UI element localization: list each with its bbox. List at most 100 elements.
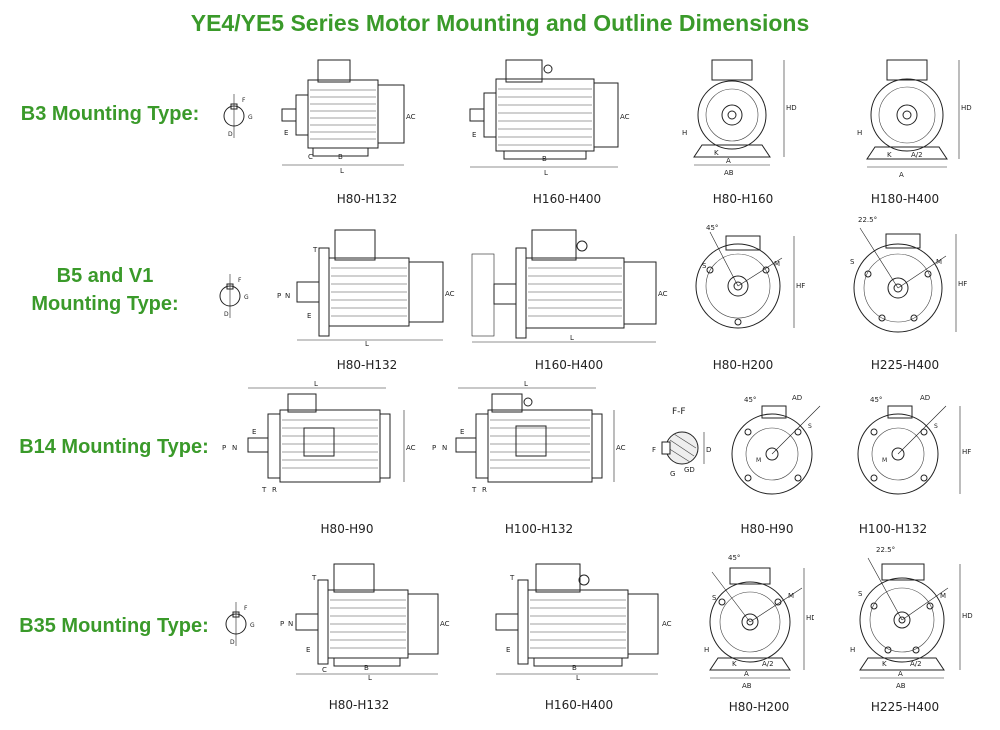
b14-end-view-small: 45° AD S M [731,394,821,495]
dim-e: E [506,646,510,654]
dim-f: F [244,605,248,612]
dim-g: G [244,294,249,301]
dim-l: L [570,334,574,342]
dim-hd: HD [962,612,973,620]
dim-ac: AC [662,620,672,628]
dim-d: D [224,311,229,318]
dim-t: T [471,486,477,494]
dim-p: P [280,620,284,628]
dim-e: E [307,312,311,320]
shaft-section-b3: F G D [223,94,253,138]
dim-angle-45: 45° [706,224,718,232]
dim-k: K [732,660,737,668]
dim-l: L [314,380,318,388]
dim-a2: A/2 [762,660,774,668]
dim-n: N [442,444,447,452]
dim-m: M [882,457,887,464]
dim-m: M [756,457,761,464]
dim-s: S [702,262,707,270]
b5-end-view-small: 45° HF S M [695,224,805,329]
dim-r: R [272,486,277,494]
row-label-b3: B3 Mounting Type: [10,100,210,128]
dim-hf: HF [796,282,805,290]
dim-a: A [744,670,749,678]
dim-ad: AD [792,394,802,402]
caption-b35-side-small: H80-H132 [328,698,390,712]
dim-b: B [572,664,577,672]
dim-e: E [284,129,288,137]
dim-l: L [368,674,372,680]
dim-g: G [248,114,253,121]
dim-n: N [232,444,237,452]
dim-s: S [712,594,717,602]
caption-b5-end-small: H80-H200 [712,358,774,372]
b5-side-view-large: AC L [471,229,668,343]
dim-angle-45: 45° [744,396,756,404]
b3-end-view-small: HD H A AB K [682,59,797,177]
dim-f: F [652,446,656,454]
dim-s: S [934,423,938,430]
dim-b: B [542,155,547,163]
caption-b3-end-small: H80-H160 [712,192,774,206]
dim-angle-22: 22.5° [876,546,895,554]
dim-s: S [850,258,855,266]
dim-m: M [940,592,946,600]
b3-side-view-small: AC L B C E [281,59,416,175]
dim-s: S [858,590,863,598]
dim-l: L [576,674,580,680]
dim-angle-22: 22.5° [858,216,877,224]
dim-hf: HF [962,448,971,456]
b14-side-view-small: L AC P N E T R [222,380,416,494]
dim-c: C [322,666,327,674]
dim-b: B [364,664,369,672]
dim-angle-45: 45° [728,554,740,562]
dim-d: D [706,446,711,454]
dim-m: M [774,260,780,268]
row-label-b5: B5 and V1 Mounting Type: [10,262,200,318]
b5-side-view-small: AC L P N T E [277,229,455,346]
caption-b14-side-small: H80-H90 [320,522,374,536]
dim-m: M [936,258,942,266]
caption-b5-side-large: H160-H400 [534,358,604,372]
caption-b5-end-large: H225-H400 [870,358,940,372]
dim-h: H [682,129,687,137]
caption-b3-end-large: H180-H400 [870,192,940,206]
dim-t: T [261,486,267,494]
dim-f: F [238,277,242,284]
dim-e: E [252,428,256,436]
caption-b14-side-large: H100-H132 [504,522,574,536]
dim-ab: AB [742,682,752,690]
dim-hd: HD [786,104,797,112]
dim-f: F [242,97,246,104]
dim-g: G [250,622,255,629]
shaft-section-b35: F G D [225,602,255,646]
dim-a: A [899,171,904,179]
dim-t: T [311,574,317,582]
b3-side-view-large: AC L B E [469,59,630,175]
dim-k: K [714,149,719,157]
dim-ff: F-F [672,407,686,417]
caption-b35-end-small: H80-H200 [728,700,790,714]
dim-a: A [898,670,903,678]
dim-e: E [472,131,476,139]
b14-side-view-large: L AC P N E T R [432,380,626,494]
dim-t: T [509,574,515,582]
dim-h: H [850,646,855,654]
b35-end-view-small: 45° HD S M H A/2 K A AB [704,554,814,690]
caption-b14-end-large: H100-H132 [858,522,928,536]
ff-section-view: F-F D F G GD [652,407,711,478]
dim-c: C [308,153,313,161]
dim-ac: AC [440,620,450,628]
dim-s: S [808,423,812,430]
dim-ac: AC [620,113,630,121]
dim-ac: AC [658,290,668,298]
row-label-b5-line1: B5 and V1 [56,265,154,287]
dim-p: P [222,444,226,452]
dim-p: P [432,444,436,452]
dim-l: L [340,167,344,175]
dim-angle-45: 45° [870,396,882,404]
dim-k: K [887,151,892,159]
dim-d: D [230,639,235,646]
dim-e: E [306,646,310,654]
dim-d: D [228,131,233,138]
